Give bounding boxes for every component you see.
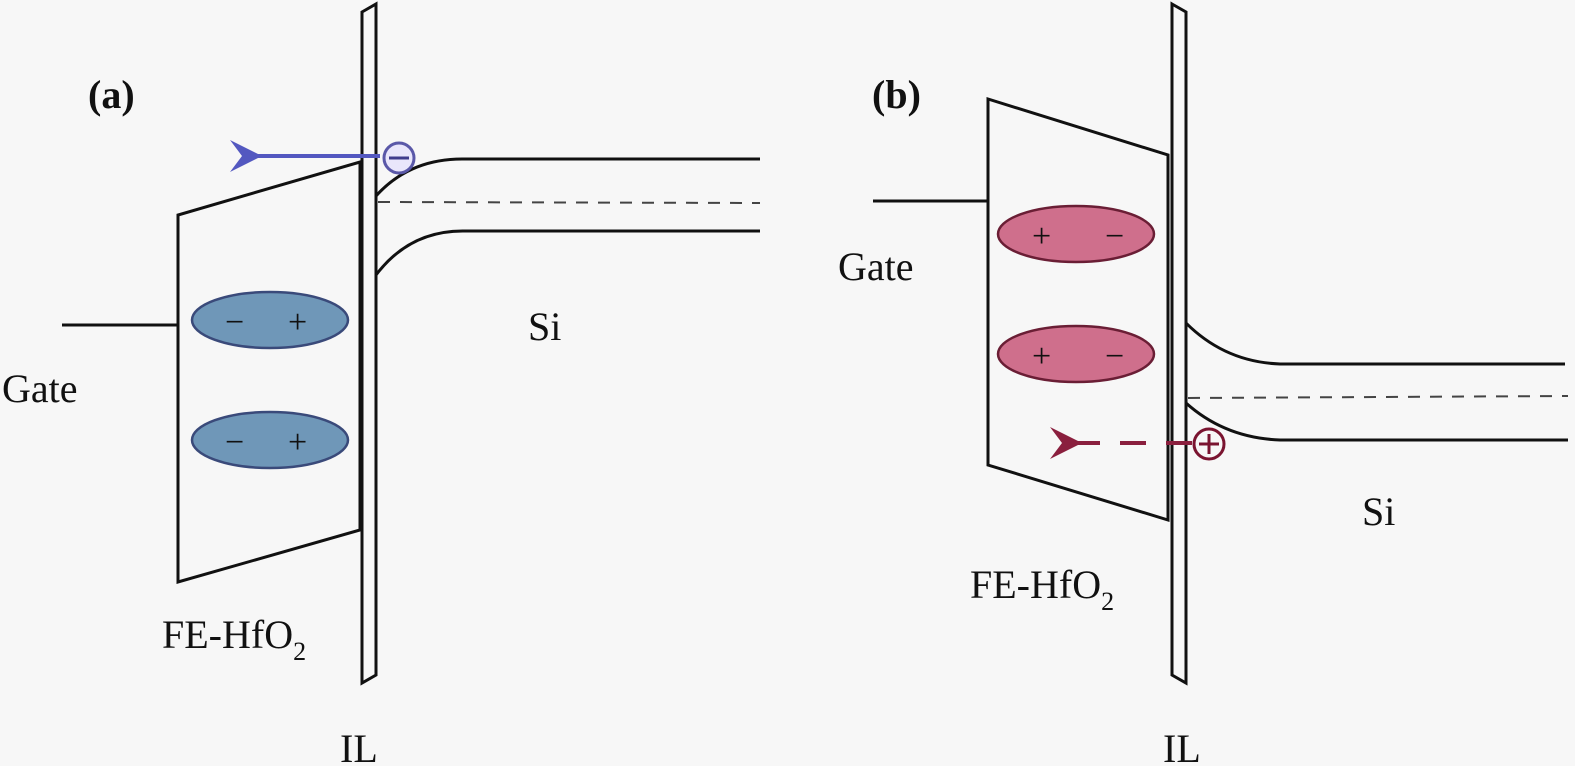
interfacial-layer-a: [360, 1, 378, 686]
fermi-level-a: [377, 201, 761, 204]
dipole-sign-left: −: [225, 424, 244, 461]
si-label-b: Si: [1362, 489, 1395, 534]
dipole-b-2: + −: [996, 324, 1156, 384]
dipole-sign-right: −: [1105, 218, 1124, 255]
dipole-sign-left: +: [1032, 218, 1051, 255]
ferroelectric-label-b: FE-HfO2: [970, 562, 1114, 616]
electron-icon: [382, 141, 416, 175]
hole-icon: [1192, 427, 1226, 461]
dipole-sign-right: +: [288, 304, 307, 341]
dipole-b-1: + −: [996, 204, 1156, 264]
ferroelectric-layer-a: [176, 160, 362, 584]
conduction-band-a: [374, 157, 760, 198]
panel-label-a: (a): [88, 72, 135, 117]
panel-a: (a) Gate − + − + FE-HfO2 IL Si: [2, 1, 761, 766]
ferroelectric-label-a: FE-HfO2: [162, 612, 306, 666]
panel-b: (b) Gate + − + − FE-HfO2 IL Si: [838, 1, 1569, 766]
valence-band-a: [374, 229, 760, 276]
gate-label-b: Gate: [838, 244, 914, 289]
si-label-a: Si: [528, 304, 561, 349]
valence-band-b: [1184, 401, 1568, 442]
dipole-sign-right: −: [1105, 338, 1124, 375]
gate-label-a: Gate: [2, 366, 78, 411]
fermi-level-b: [1187, 395, 1569, 399]
dipole-sign-right: +: [288, 424, 307, 461]
dipole-sign-left: +: [1032, 338, 1051, 375]
dipole-a-1: − +: [190, 290, 350, 350]
il-label-a: IL: [340, 726, 378, 766]
dipole-a-2: − +: [190, 410, 350, 470]
ferroelectric-layer-b: [986, 96, 1170, 523]
il-label-b: IL: [1163, 726, 1201, 766]
conduction-band-b: [1184, 321, 1565, 366]
panel-label-b: (b): [872, 72, 921, 117]
interfacial-layer-b: [1170, 1, 1188, 686]
dipole-sign-left: −: [225, 304, 244, 341]
